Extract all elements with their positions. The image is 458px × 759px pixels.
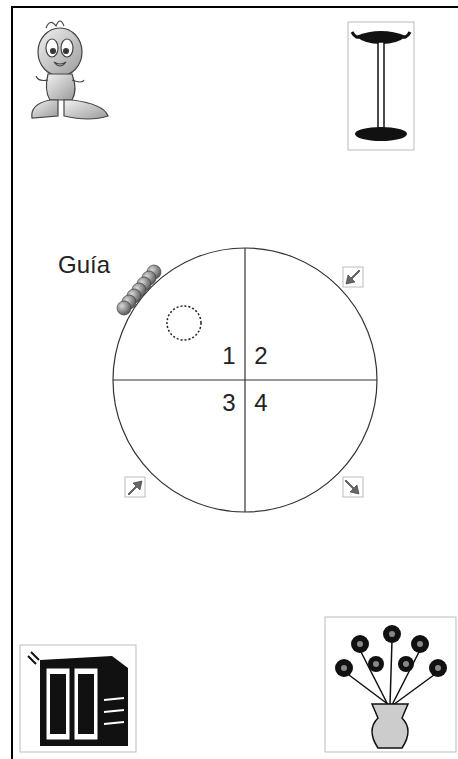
quadrant-number: 1 bbox=[222, 342, 235, 369]
arrow-icon bbox=[125, 477, 145, 497]
quadrant-number: 4 bbox=[254, 389, 267, 416]
guide-label: Guía bbox=[58, 251, 110, 278]
guide-beads bbox=[117, 265, 161, 315]
quadrant-number: 2 bbox=[254, 342, 267, 369]
quadrant-number: 3 bbox=[222, 389, 235, 416]
flower-vase bbox=[325, 617, 456, 752]
quadrant-number-holder: 2 bbox=[254, 344, 267, 368]
arrow-icon bbox=[343, 267, 363, 287]
hat-stand bbox=[348, 22, 414, 150]
arrow-icon bbox=[343, 477, 363, 497]
quadrant-number-holder: 4 bbox=[254, 391, 267, 415]
bird-figure bbox=[32, 21, 108, 119]
guide-label-holder: Guía bbox=[58, 253, 110, 277]
quadrant-number-holder: 3 bbox=[222, 391, 235, 415]
quadrant-number-holder: 1 bbox=[222, 344, 235, 368]
quadrant-circle bbox=[113, 248, 377, 512]
target-dotted-circle bbox=[167, 306, 201, 340]
page-border bbox=[12, 7, 458, 759]
wardrobe bbox=[20, 645, 136, 752]
